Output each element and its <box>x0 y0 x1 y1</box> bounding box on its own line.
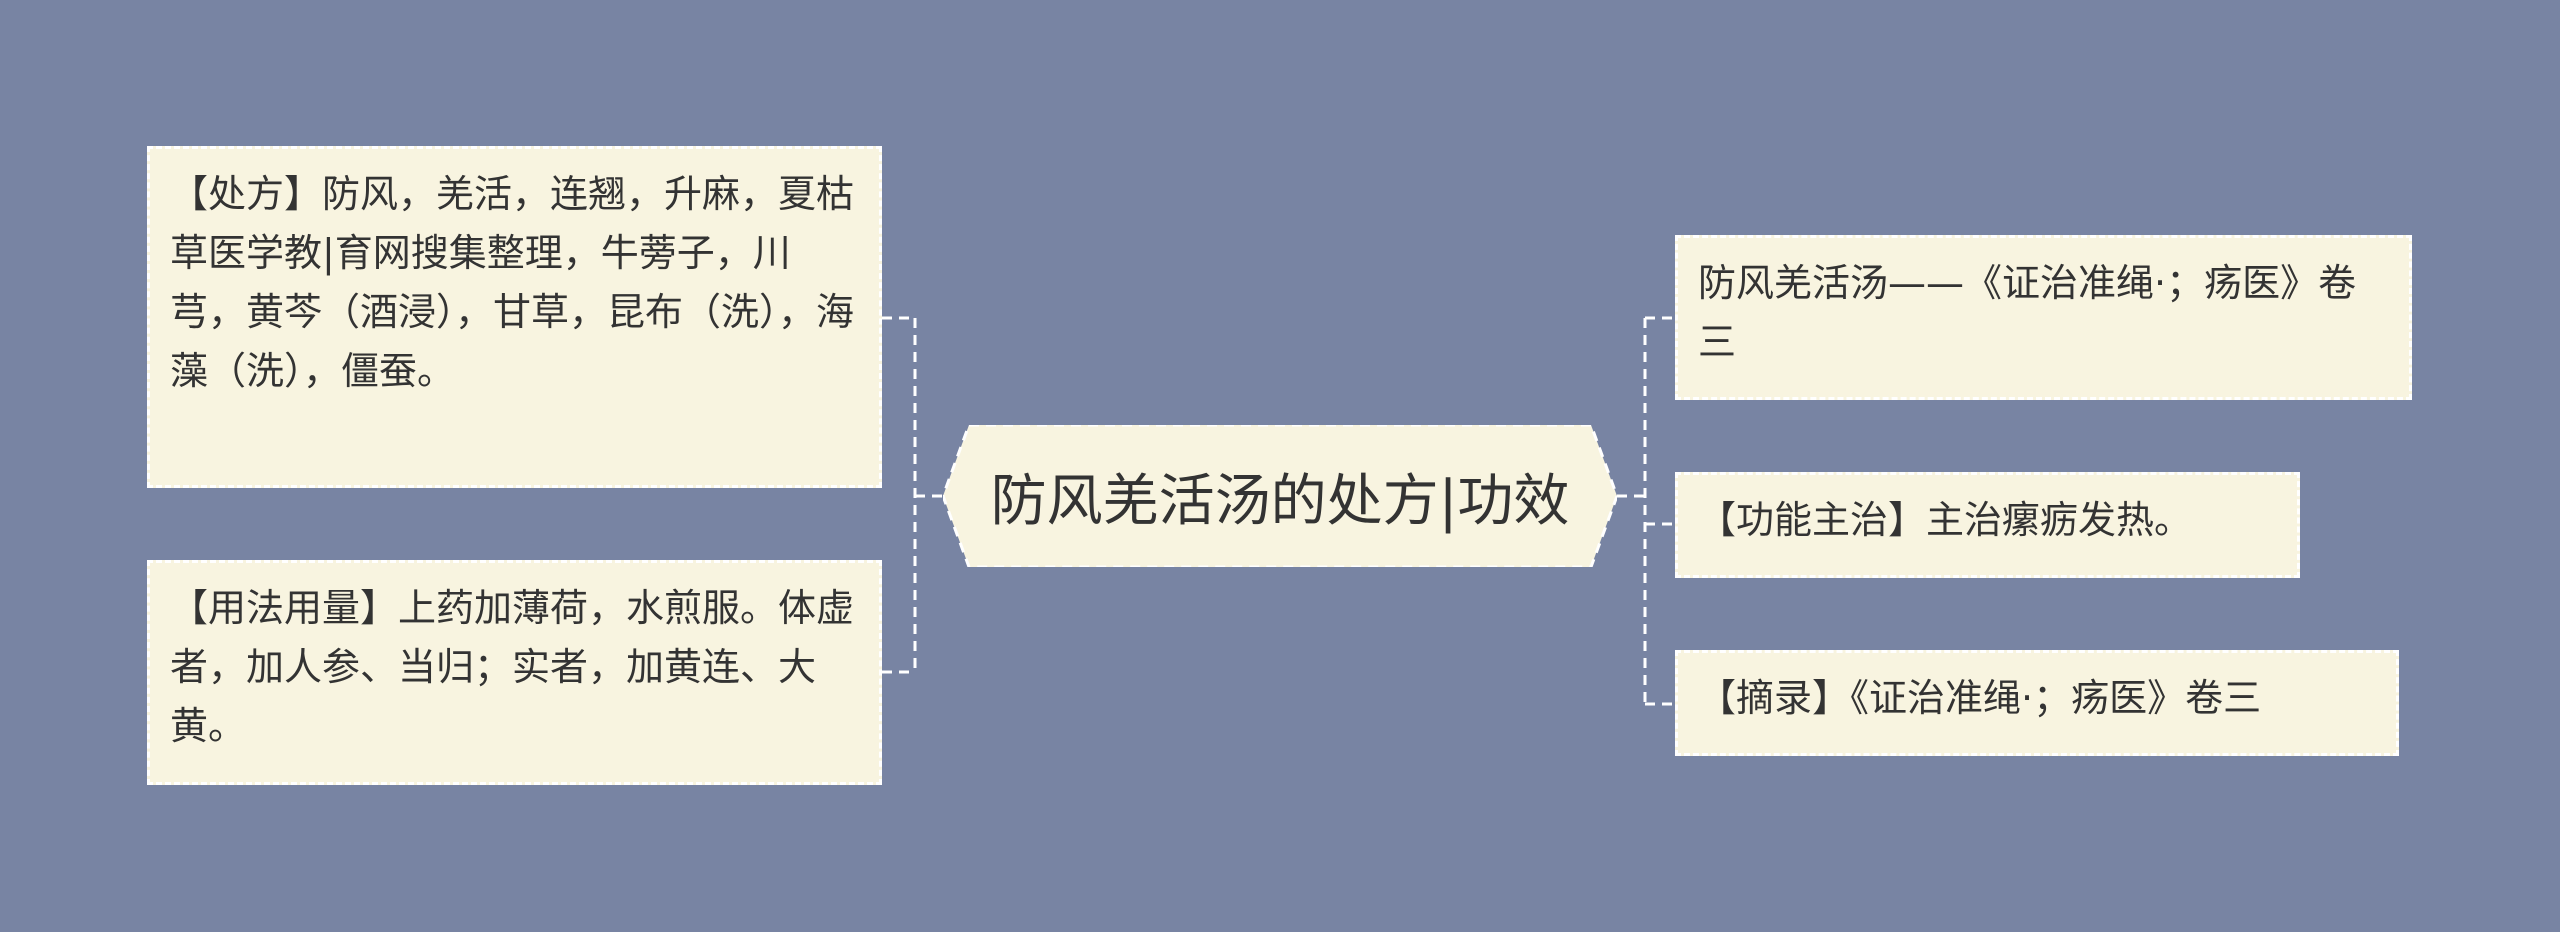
branch-excerpt[interactable]: 【摘录】《证治准绳·；疡医》卷三 <box>1675 650 2399 756</box>
branch-source-title-label: 防风羌活汤——《证治准绳·；疡医》卷三 <box>1698 261 2357 364</box>
branch-source-title[interactable]: 防风羌活汤——《证治准绳·；疡医》卷三 <box>1675 235 2412 400</box>
branch-usage-dosage[interactable]: 【用法用量】上药加薄荷，水煎服。体虚者，加人参、当归；实者，加黄连、大黄。 <box>147 560 882 785</box>
root-topic-shape <box>943 425 1617 567</box>
branch-indications-label: 【功能主治】主治瘰疬发热。 <box>1698 498 2193 542</box>
branch-usage-dosage-label: 【用法用量】上药加薄荷，水煎服。体虚者，加人参、当归；实者，加黄连、大黄。 <box>170 586 855 748</box>
root-topic[interactable]: 防风羌活汤的处方|功效 <box>943 425 1617 567</box>
branch-excerpt-label: 【摘录】《证治准绳·；疡医》卷三 <box>1698 676 2262 720</box>
branch-prescription[interactable]: 【处方】防风，羌活，连翘，升麻，夏枯草医学教|育网搜集整理，牛蒡子，川芎，黄芩（… <box>147 146 882 488</box>
branch-prescription-label: 【处方】防风，羌活，连翘，升麻，夏枯草医学教|育网搜集整理，牛蒡子，川芎，黄芩（… <box>170 172 855 393</box>
root-topic-label: 防风羌活汤的处方|功效 <box>990 468 1570 534</box>
branch-indications[interactable]: 【功能主治】主治瘰疬发热。 <box>1675 472 2300 578</box>
